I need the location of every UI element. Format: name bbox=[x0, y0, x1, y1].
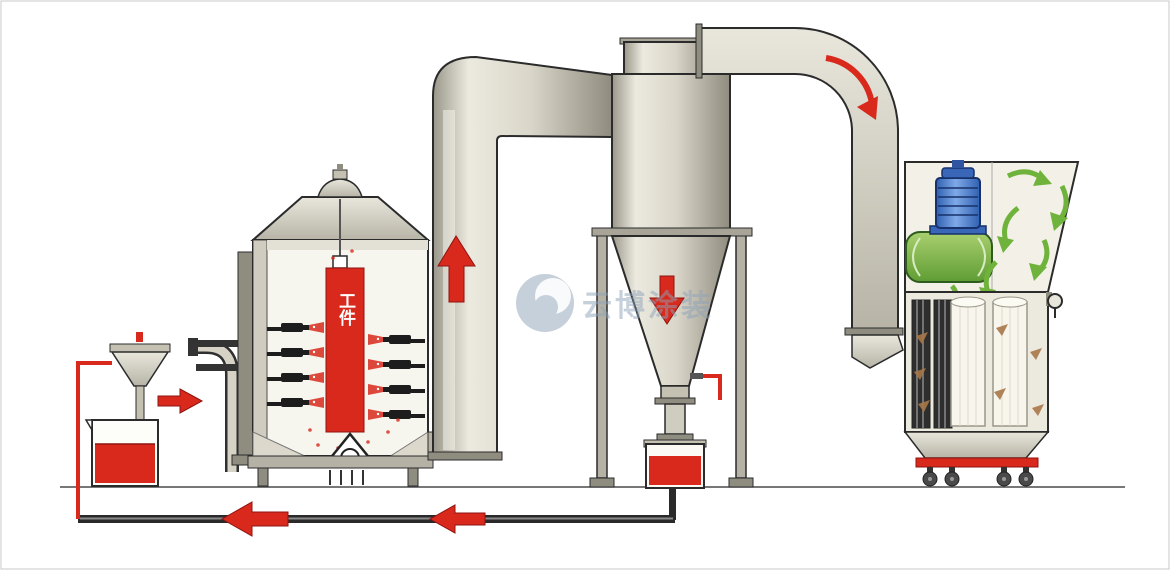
return-pipe bbox=[78, 487, 676, 537]
watermark: 云博涂装 bbox=[516, 274, 714, 332]
recovery-pipe bbox=[76, 361, 204, 519]
blast-chamber: 工件 bbox=[231, 164, 441, 487]
spray-nozzle bbox=[368, 409, 425, 420]
cyclone-leg bbox=[596, 231, 608, 479]
chamber-base bbox=[247, 455, 434, 469]
filter-cartridge bbox=[950, 296, 986, 427]
cyclone-body bbox=[611, 73, 731, 231]
curved-duct-body bbox=[699, 27, 899, 331]
separator-funnel bbox=[109, 343, 171, 353]
spray-nozzles-left bbox=[267, 322, 324, 408]
spray-nozzle bbox=[267, 397, 324, 408]
fan-motor bbox=[935, 177, 981, 229]
collection-bin bbox=[643, 439, 707, 489]
funnel-stem bbox=[135, 385, 145, 421]
cyclone-flange bbox=[591, 227, 753, 237]
discharge-pipe bbox=[664, 403, 686, 435]
cyclone-separator bbox=[589, 37, 754, 488]
dust-flow-arrows bbox=[914, 324, 1044, 416]
watermark-logo bbox=[516, 274, 574, 332]
outlet-curved-duct bbox=[695, 23, 904, 369]
cart-frame bbox=[915, 457, 1039, 468]
mount-bracket bbox=[196, 340, 254, 347]
spray-nozzle bbox=[368, 384, 425, 395]
motor-fins bbox=[938, 187, 978, 216]
return-flow-arrow bbox=[220, 501, 289, 537]
dust-collector bbox=[903, 160, 1080, 487]
watermark-text: 云博涂装 bbox=[582, 289, 714, 324]
filter-pleats bbox=[911, 299, 953, 429]
spray-nozzle bbox=[368, 359, 425, 370]
spray-nozzle bbox=[267, 322, 324, 333]
hanger-hook bbox=[332, 255, 348, 269]
duct-flange bbox=[844, 327, 904, 336]
casters bbox=[922, 467, 1034, 487]
spray-nozzles-right bbox=[368, 334, 425, 420]
collector-hopper bbox=[903, 431, 1050, 459]
access-latch bbox=[1047, 293, 1063, 309]
bin-contents bbox=[649, 456, 701, 485]
return-flow-arrow bbox=[428, 504, 486, 534]
spray-nozzle bbox=[267, 347, 324, 358]
feed-arrow bbox=[157, 388, 204, 414]
chamber-frame-column bbox=[237, 251, 255, 456]
airflow-down-arrow bbox=[649, 275, 685, 325]
recovery-tank-assembly bbox=[84, 332, 254, 487]
spray-specks bbox=[308, 249, 400, 450]
mount-bracket bbox=[196, 364, 254, 371]
airflow-up-arrow bbox=[437, 235, 476, 303]
base-anchors bbox=[329, 470, 364, 485]
tank-spout bbox=[84, 419, 93, 433]
spray-nozzle bbox=[368, 334, 425, 345]
workpiece-label: 工件 bbox=[335, 292, 356, 327]
drain-valve bbox=[703, 374, 722, 400]
workpiece-column bbox=[325, 267, 365, 433]
tank-liquid bbox=[95, 444, 155, 483]
filter-cartridge bbox=[992, 296, 1028, 427]
cyclone-leg bbox=[735, 231, 747, 479]
spray-nozzle bbox=[267, 372, 324, 383]
airflow-bend-arrow bbox=[825, 55, 875, 105]
